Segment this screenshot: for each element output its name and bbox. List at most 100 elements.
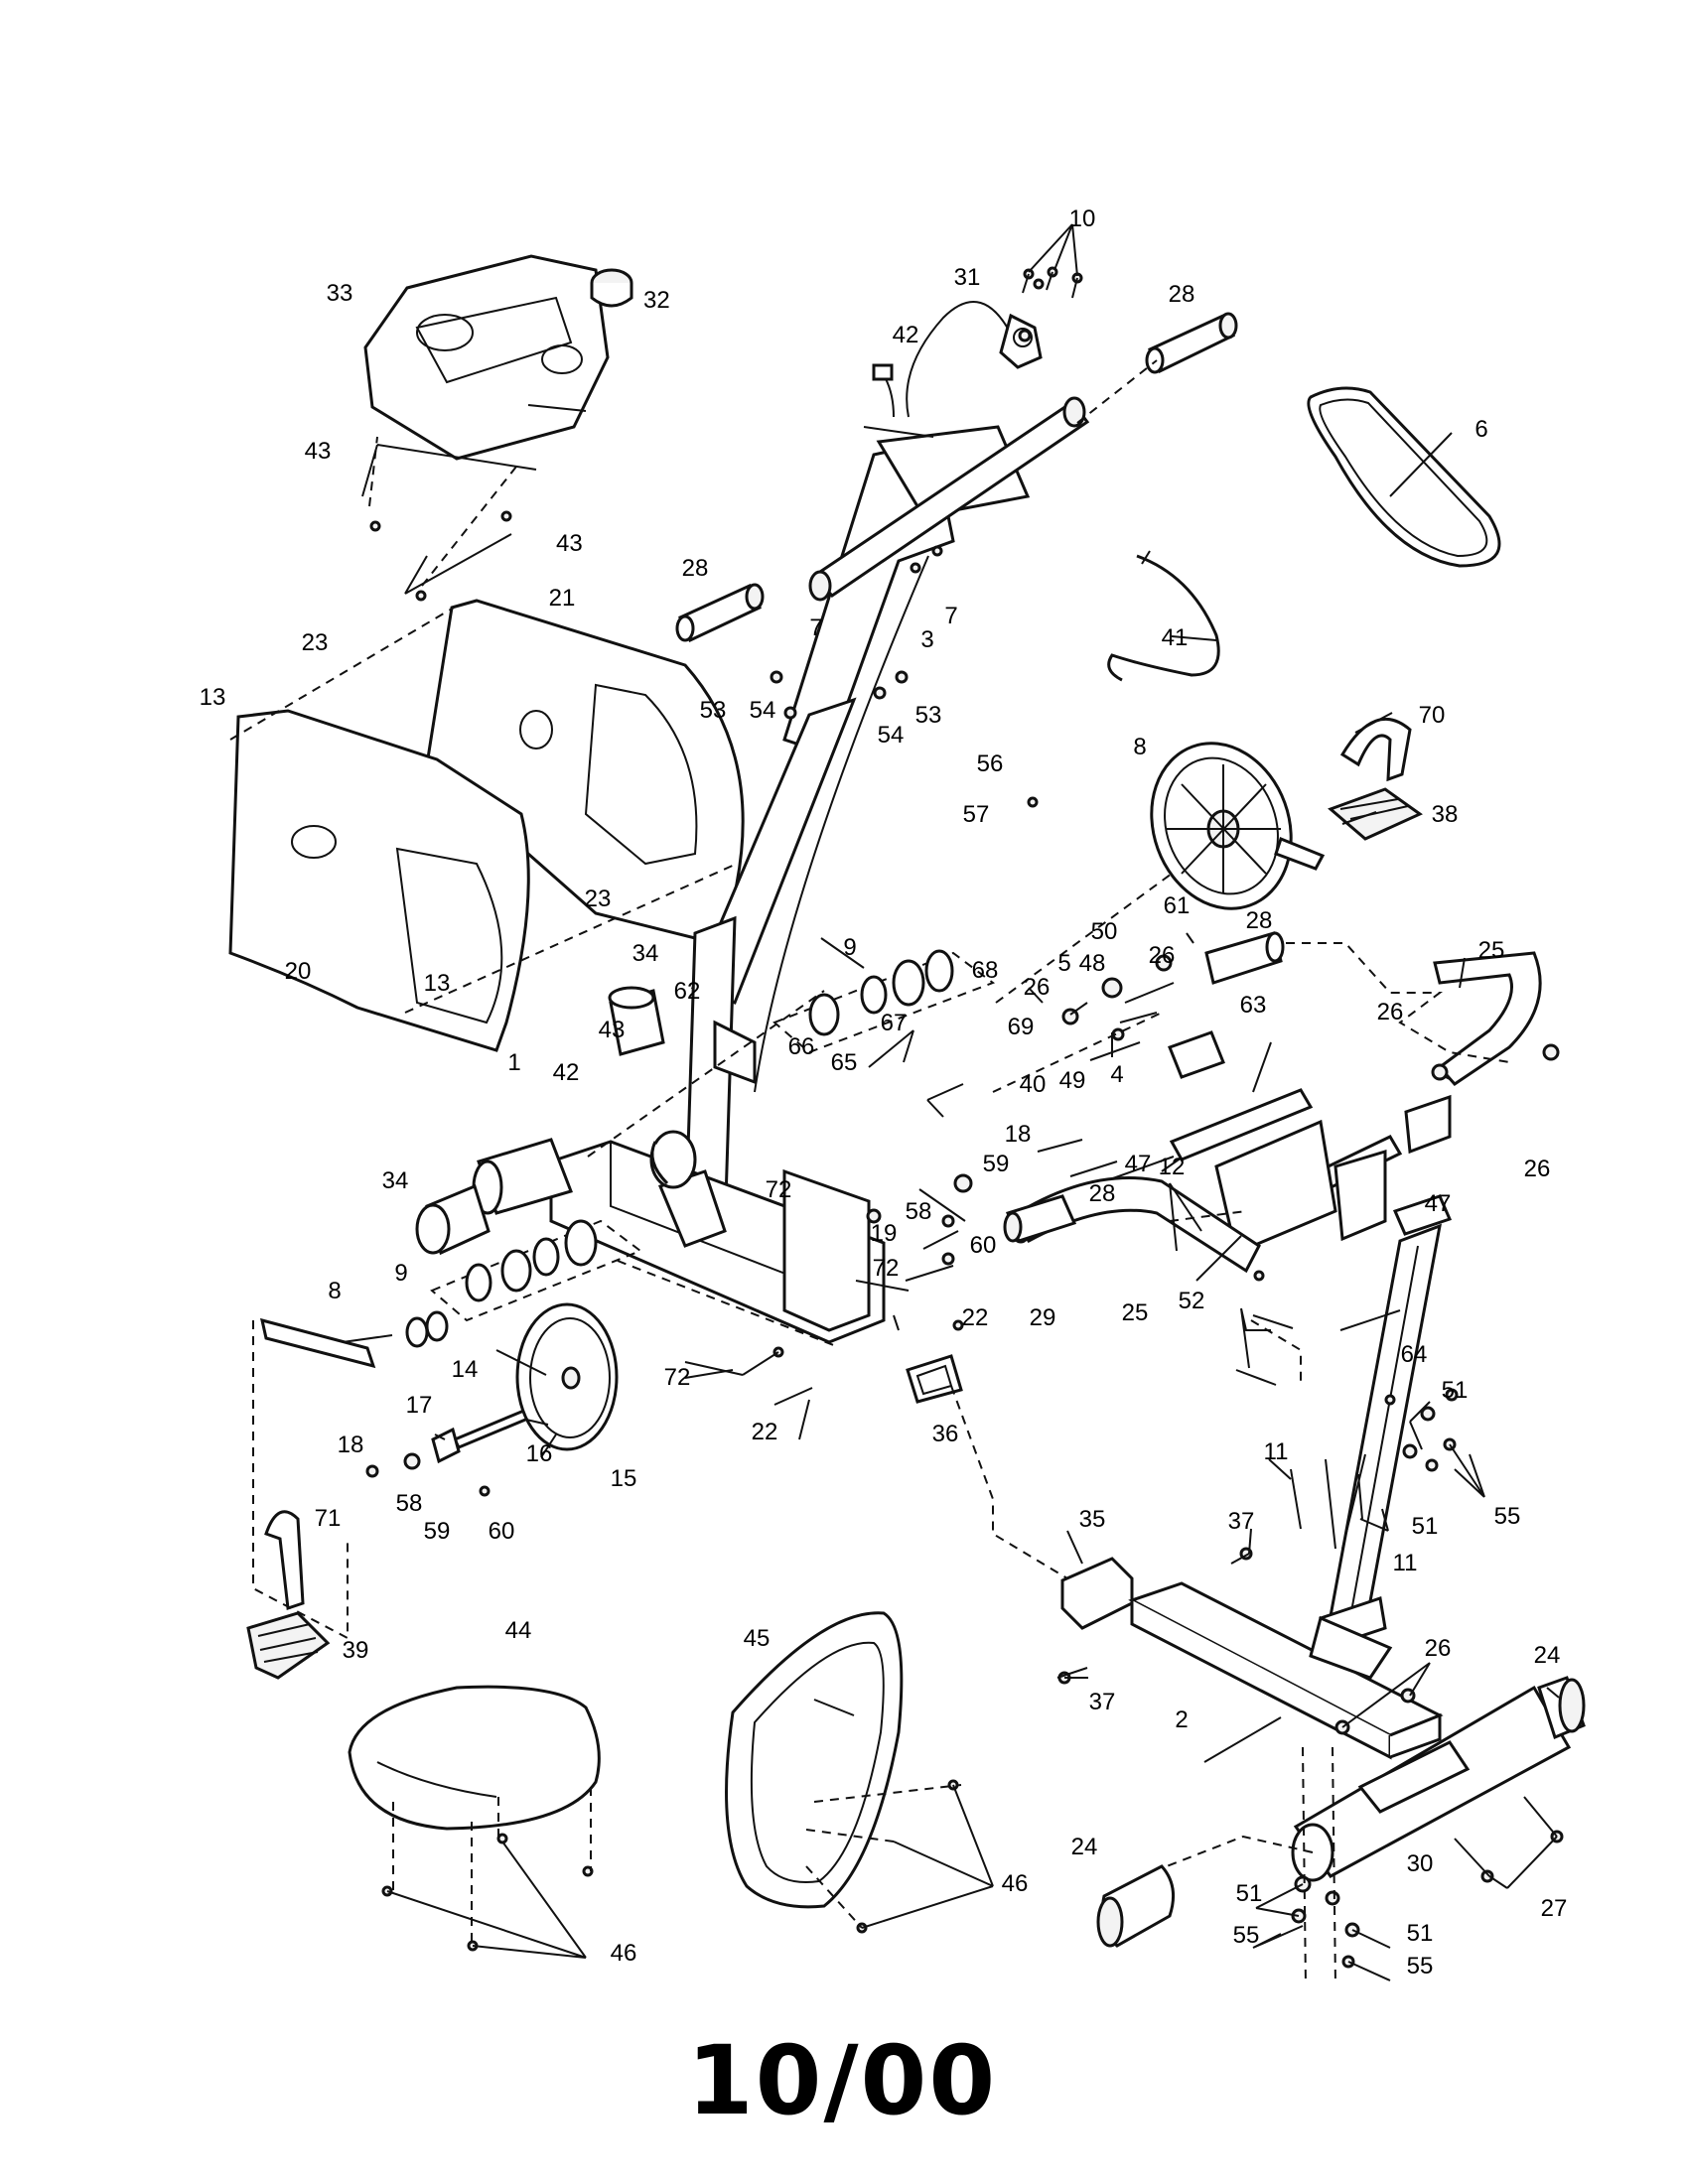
callout-34: 34 [632,940,659,967]
callout-60: 60 [970,1232,997,1259]
resistance-strap [1107,550,1220,682]
callout-3: 3 [920,626,933,653]
callout-26: 26 [1524,1156,1551,1182]
flywheel-hub [649,1130,697,1189]
bearing-cup [472,1138,573,1215]
end-cap-bushing-lower [415,1183,491,1256]
console-housing [363,254,610,461]
idler-axle [452,1408,533,1449]
callout-46: 46 [611,1940,637,1967]
callout-11: 11 [1393,1550,1418,1576]
callout-26: 26 [1149,942,1176,969]
callout-41: 41 [1162,624,1189,651]
callout-28: 28 [1246,907,1273,934]
frame-end-plug [906,1354,963,1404]
callout-43: 43 [599,1017,626,1043]
callout-51: 51 [1412,1513,1439,1540]
callout-51: 51 [1236,1880,1263,1907]
callout-37: 37 [1089,1689,1116,1715]
callout-51: 51 [1407,1920,1434,1947]
callout-59: 59 [983,1151,1010,1177]
side-shield-left [228,709,530,1052]
callout-22: 22 [752,1419,778,1445]
foam-grip-upper-left [675,583,765,643]
callout-23: 23 [585,886,612,912]
seat-rail [1169,1088,1452,1256]
callout-33: 33 [327,280,353,307]
callout-1: 1 [507,1049,520,1076]
main-frame [549,1140,886,1344]
callout-43: 43 [556,530,583,557]
callout-26: 26 [1425,1635,1452,1662]
crank-nut [405,1310,449,1348]
callout-28: 28 [682,555,709,582]
callout-27: 27 [1541,1895,1568,1922]
drive-belt [1307,386,1501,568]
callout-4: 4 [1110,1061,1123,1088]
callout-34: 34 [382,1167,409,1194]
callout-7: 7 [944,603,957,629]
callout-66: 66 [788,1033,815,1060]
pedal-left [246,1611,331,1680]
callout-56: 56 [977,751,1004,777]
seat-handle-right [1433,951,1542,1086]
bearing-kit-upper [772,949,996,1054]
rear-crossbar [1128,1581,1444,1760]
callout-32: 32 [643,287,670,314]
callout-46: 46 [1002,1870,1029,1897]
callout-5: 5 [1057,950,1070,977]
crank-pulley-right [1150,742,1326,910]
callout-61: 61 [1164,892,1191,919]
callout-leader-lines [361,223,1560,1981]
callout-28: 28 [1169,281,1195,308]
callout-13: 13 [200,684,226,711]
callout-labels: 33 32 43 43 21 23 23 13 13 20 10 31 42 2… [200,205,1568,1979]
callout-30: 30 [1407,1850,1434,1877]
callout-53: 53 [915,702,942,729]
callout-19: 19 [871,1220,898,1247]
callout-7: 7 [809,614,822,641]
callout-51: 51 [1442,1377,1469,1404]
callout-68: 68 [972,957,999,984]
callout-67: 67 [881,1010,908,1036]
callout-9: 9 [843,934,856,961]
callout-37: 37 [1228,1508,1255,1535]
bearing-kit-lower [430,1219,643,1322]
callout-11: 11 [1264,1438,1289,1465]
sensor-bracket [999,313,1043,369]
callout-53: 53 [700,697,727,724]
foam-grip-seat-left [1003,1194,1077,1243]
callout-70: 70 [1419,702,1446,729]
callout-14: 14 [452,1356,479,1383]
callout-10: 10 [1069,205,1096,232]
callout-47: 47 [1425,1190,1452,1217]
pedal-strap-right [1339,718,1412,782]
callout-38: 38 [1432,801,1459,828]
callout-52: 52 [1179,1288,1205,1314]
callout-25: 25 [1122,1299,1149,1326]
callout-44: 44 [505,1617,532,1644]
callout-42: 42 [893,322,919,348]
callout-55: 55 [1494,1503,1521,1530]
end-cap-bushing-upper [608,986,665,1056]
callout-54: 54 [750,697,776,724]
callout-17: 17 [406,1392,433,1419]
revision-date-stamp: 10/00 [686,2025,998,2136]
callout-25: 25 [1478,937,1505,964]
handlebar [808,396,1090,602]
callout-62: 62 [674,978,701,1005]
bolt-hardware [742,271,1558,1877]
callout-39: 39 [343,1637,369,1664]
foam-grip-seat-right [1204,931,1285,985]
callout-65: 65 [831,1049,858,1076]
callout-50: 50 [1091,918,1118,945]
seat-post [1319,1223,1442,1650]
callout-20: 20 [285,958,312,985]
pedal-right [1328,787,1423,841]
callout-35: 35 [1079,1506,1106,1533]
callout-2: 2 [1175,1706,1188,1733]
callout-21: 21 [549,585,576,612]
seat-cushion [348,1685,601,1831]
callout-64: 64 [1401,1341,1428,1368]
